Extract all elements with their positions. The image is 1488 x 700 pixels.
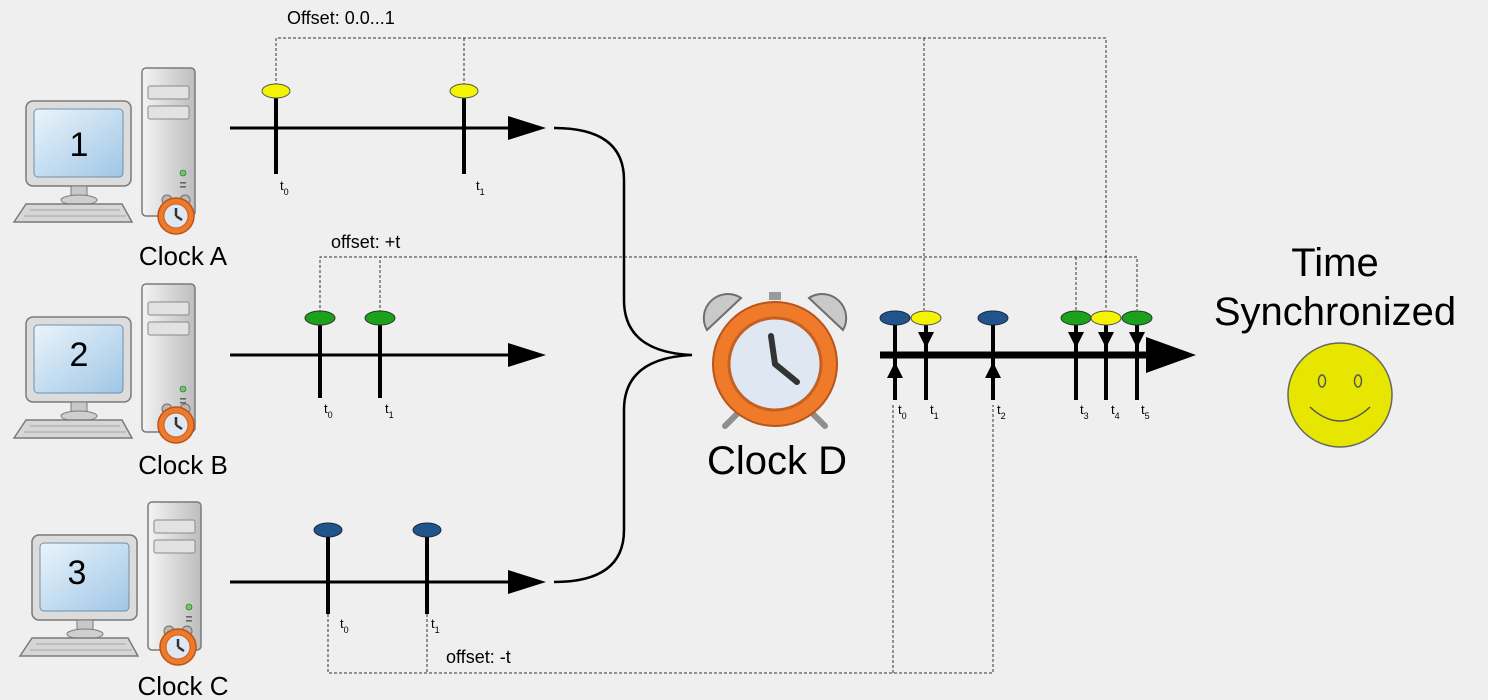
event-a-0 xyxy=(261,83,291,99)
computer-1-number: 1 xyxy=(70,126,89,164)
event-b-0 xyxy=(304,310,336,326)
event-b-1 xyxy=(364,310,396,326)
clock-b-icon xyxy=(156,402,196,445)
event-c-1 xyxy=(412,522,442,538)
merge-brace xyxy=(553,126,693,584)
clock-c-label: Clock C xyxy=(137,671,228,700)
clock-c-icon xyxy=(158,624,198,667)
timeline-b: t0 t1 xyxy=(230,310,546,420)
merged-tick-5: t5 xyxy=(1141,402,1150,421)
event-c-0 xyxy=(313,522,343,538)
merged-tick-0: t0 xyxy=(898,402,907,421)
offset-b-label: offset: +t xyxy=(331,232,400,252)
computer-2-number: 2 xyxy=(70,336,89,374)
clock-d-label: Clock D xyxy=(707,439,847,483)
tick-a-0: t0 xyxy=(280,178,289,197)
merged-event-3 xyxy=(1060,310,1092,326)
tick-b-0: t0 xyxy=(324,401,333,420)
computer-3-number: 3 xyxy=(68,554,87,592)
offset-a-label: Offset: 0.0...1 xyxy=(287,8,395,28)
merged-tick-4: t4 xyxy=(1111,402,1120,421)
merged-timeline: t0 t1 t2 t3 t4 t5 xyxy=(879,310,1196,421)
merged-tick-3: t3 xyxy=(1080,402,1089,421)
clock-a-label: Clock A xyxy=(139,241,228,271)
merged-event-2 xyxy=(977,310,1009,326)
tick-c-0: t0 xyxy=(340,616,349,635)
result-title-line2: Synchronized xyxy=(1214,290,1456,334)
result-title-line1: Time xyxy=(1291,241,1378,285)
computer-2: 2 xyxy=(13,283,196,445)
computer-1: 1 xyxy=(13,67,196,236)
offset-dotted-lines xyxy=(275,37,1138,674)
merged-event-4 xyxy=(1090,310,1122,326)
clock-b-label: Clock B xyxy=(138,450,228,480)
computer-3: 3 xyxy=(19,501,202,667)
merged-tick-2: t2 xyxy=(997,402,1006,421)
tick-c-1: t1 xyxy=(431,616,440,635)
timeline-a: t0 t1 xyxy=(230,83,546,197)
merged-event-5 xyxy=(1121,310,1153,326)
smiley-icon xyxy=(1287,342,1393,448)
event-a-1 xyxy=(449,83,479,99)
merged-event-1 xyxy=(910,310,942,326)
tick-b-1: t1 xyxy=(385,401,394,420)
merged-tick-1: t1 xyxy=(930,402,939,421)
merged-event-0 xyxy=(879,310,911,326)
timeline-c: t0 t1 xyxy=(230,522,546,635)
clock-a-icon xyxy=(156,193,196,236)
tick-a-1: t1 xyxy=(476,178,485,197)
offset-c-label: offset: -t xyxy=(446,647,511,667)
clock-d-icon xyxy=(702,292,848,429)
